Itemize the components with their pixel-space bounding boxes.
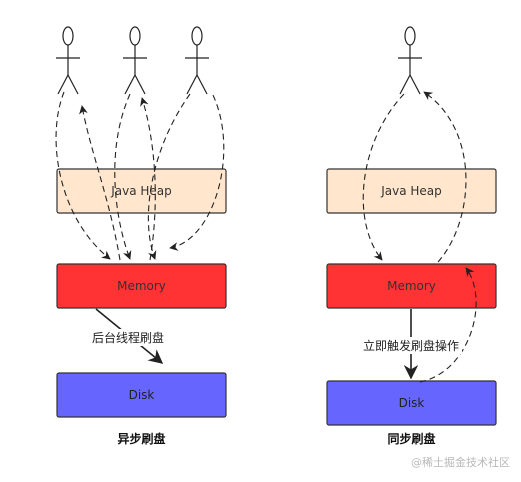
watermark: @稀土掘金技术社区 [411, 455, 510, 469]
left-disk-label: Disk [129, 388, 155, 402]
left-memory-box: Memory [56, 263, 227, 309]
dashed-arrow-disk-to-memory [419, 267, 477, 383]
actor-left-3 [185, 26, 209, 95]
user-stick-figure-icon [191, 26, 203, 46]
user-stick-figure-icon [129, 26, 141, 46]
right-memory-box: Memory [326, 263, 497, 309]
dashed-arrow-memory-to-actor1 [79, 105, 121, 261]
right-caption: 同步刷盘 [387, 431, 435, 446]
left-java-heap-box: Java Heap [56, 168, 227, 214]
left-java-heap-label: Java Heap [110, 184, 172, 198]
right-disk-box: Disk [326, 380, 497, 426]
left-disk-box: Disk [56, 372, 227, 418]
left-edge-label: 后台线程刷盘 [92, 330, 164, 345]
actor-left-1 [56, 26, 80, 95]
left-edge-label-bg [88, 329, 168, 346]
dashed-arrow-actor2-to-memory [114, 93, 132, 260]
dashed-arrow-actor3-to-memory [147, 93, 191, 260]
dashed-arrow-memory-to-actor3 [169, 92, 225, 251]
dashed-arrow-actor1-to-memory [55, 91, 111, 260]
right-edge-label: 立即触发刷盘操作 [363, 338, 459, 353]
left-memory-label: Memory [117, 279, 166, 293]
user-stick-figure-icon [404, 26, 416, 46]
actor-right [398, 26, 422, 95]
left-dashed-arrows [55, 91, 225, 261]
dashed-arrow-actor-to-memory [362, 93, 405, 261]
left-caption: 异步刷盘 [117, 431, 165, 446]
right-java-heap-label: Java Heap [380, 184, 442, 198]
right-disk-label: Disk [399, 396, 425, 410]
dashed-arrow-memory-to-actor2 [140, 97, 156, 261]
right-dashed-arrows [362, 91, 477, 383]
right-edge-label-bg [360, 337, 462, 354]
right-java-heap-box: Java Heap [326, 168, 497, 214]
actor-left-2 [123, 26, 147, 95]
right-memory-label: Memory [387, 279, 436, 293]
user-stick-figure-icon [62, 26, 74, 46]
dashed-arrow-memory-to-actor [423, 91, 467, 263]
